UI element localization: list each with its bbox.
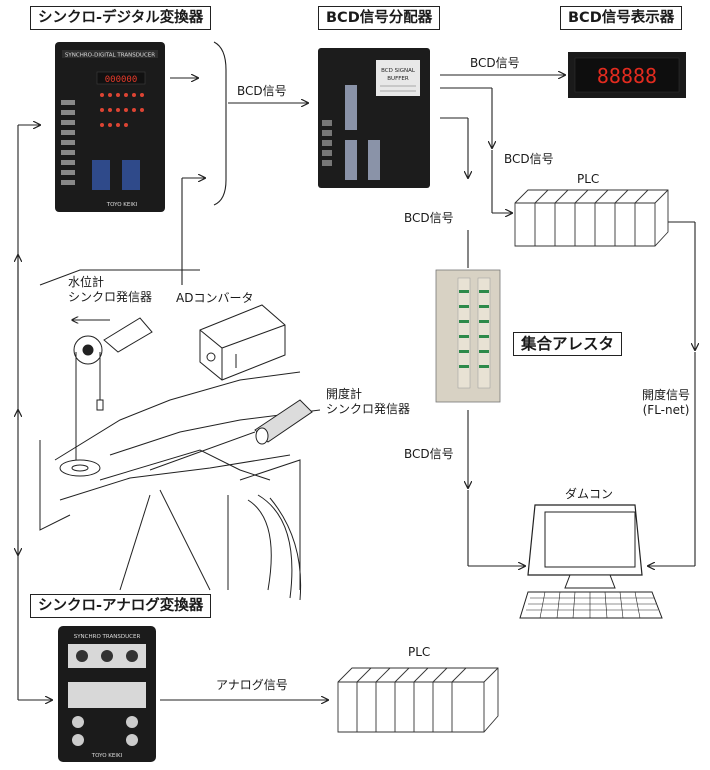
- label-ad-converter: ADコンバータ: [176, 291, 254, 305]
- digital-readout: 000000: [105, 75, 138, 85]
- label-dam-controller: ダムコン: [565, 487, 614, 501]
- distributor-plate-2: BUFFER: [387, 76, 409, 82]
- title-bcd-distributor: BCD信号分配器: [318, 6, 441, 30]
- analog-brand-text: TOYO KEIKI: [91, 753, 123, 759]
- label-plc-bottom: PLC: [408, 645, 431, 659]
- title-bcd-display: BCD信号表示器: [560, 6, 683, 30]
- ad-converter-device: [199, 304, 286, 381]
- connection-lines: [18, 41, 695, 700]
- title-synchro-digital: シンクロ-デジタル変換器: [30, 6, 212, 30]
- label-analog-signal: アナログ信号: [216, 678, 288, 692]
- bcd-display-device: 88888: [568, 52, 686, 98]
- label-bcd-signal-2: BCD信号: [470, 56, 520, 70]
- digital-leds: [100, 93, 144, 127]
- label-water-level-2: シンクロ発信器: [68, 290, 153, 304]
- plc-top: [514, 189, 669, 247]
- synchro-digital-device: SYNCHRO-DIGITAL TRANSDUCER 000000 TOYO K…: [55, 42, 165, 212]
- label-opening-signal-2: (FL-net): [642, 403, 690, 417]
- plc-bottom: [337, 667, 499, 733]
- analog-header-text: SYNCHRO TRANSDUCER: [74, 634, 141, 640]
- title-synchro-analog: シンクロ-アナログ変換器: [30, 594, 212, 618]
- synchro-analog-device: SYNCHRO TRANSDUCER TOYO KEIKI: [58, 626, 156, 762]
- label-opening-2: シンクロ発信器: [326, 402, 411, 416]
- label-bcd-signal-3: BCD信号: [504, 152, 554, 166]
- water-scene: [39, 269, 321, 601]
- digital-brand-text: TOYO KEIKI: [106, 202, 138, 208]
- label-bcd-signal-5: BCD信号: [404, 447, 454, 461]
- label-opening-1: 開度計: [326, 387, 363, 401]
- display-readout: 88888: [597, 64, 657, 88]
- bcd-distributor-device: BCD SIGNAL BUFFER: [318, 48, 430, 188]
- label-plc-top: PLC: [577, 172, 600, 186]
- dam-controller-computer: [519, 504, 663, 619]
- input-bracket: [213, 41, 227, 206]
- label-bcd-signal-4: BCD信号: [404, 211, 454, 225]
- label-water-level-1: 水位計: [68, 275, 105, 289]
- arrester-device: [435, 269, 501, 403]
- title-collective-arrester: 集合アレスタ: [513, 332, 623, 356]
- distributor-plate-1: BCD SIGNAL: [381, 68, 416, 74]
- label-opening-signal-1: 開度信号: [641, 388, 690, 402]
- digital-terminals: [61, 100, 75, 185]
- digital-header-text: SYNCHRO-DIGITAL TRANSDUCER: [65, 53, 155, 59]
- label-bcd-signal-1: BCD信号: [237, 84, 287, 98]
- opening-transmitter: [149, 399, 313, 471]
